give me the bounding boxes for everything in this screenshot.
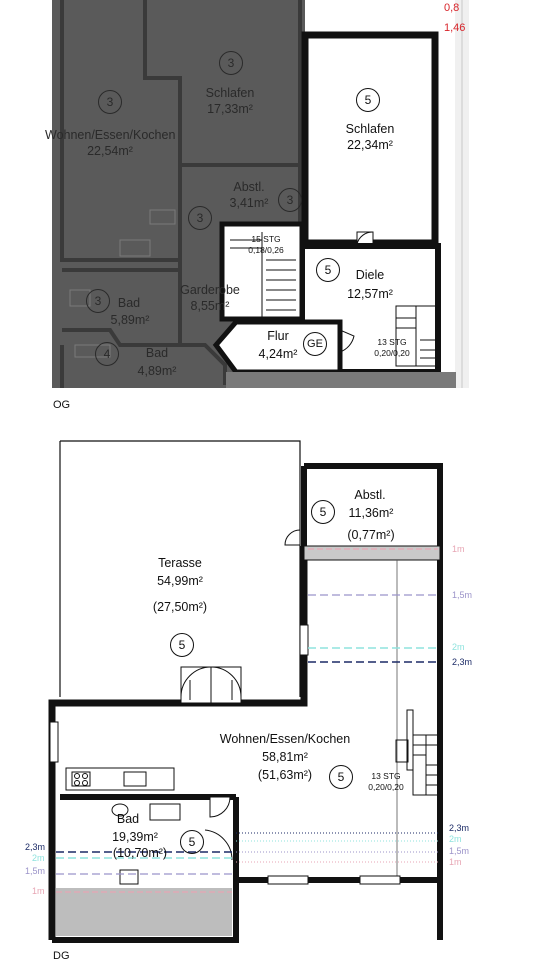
dg-height-label-2m: 2m <box>452 642 465 652</box>
dg-height-label-2-3m: 2,3m <box>25 842 46 852</box>
dg-height-label-1m: 1m <box>452 544 465 554</box>
dg-floor-label: DG <box>53 950 70 962</box>
og-room-area: 12,57m² <box>347 287 393 301</box>
dg-room-name: Terasse <box>158 556 202 570</box>
og-room-area: 4,89m² <box>137 364 177 378</box>
og-stair-count: 13 STG <box>377 337 407 347</box>
dg-door-terasse <box>180 666 242 704</box>
dg-height-label-2m: 2m <box>449 834 462 844</box>
dg-bad-fixtures <box>111 796 233 885</box>
dg-room-name: Abstl. <box>354 488 386 502</box>
og-room-number: 3 <box>219 51 243 75</box>
og-room-number: 3 <box>188 206 212 230</box>
og-room-area: 22,54m² <box>87 144 133 158</box>
og-room-name: Flur <box>267 329 289 343</box>
dg-stair <box>395 734 441 796</box>
dg-room-number: 5 <box>170 633 194 657</box>
dg-height-label-1-5m: 1,5m <box>449 846 470 856</box>
dg-room-area: 19,39m² <box>112 830 158 844</box>
dg-room-reduced: (0,77m²) <box>347 528 395 542</box>
og-room-area: 5,89m² <box>110 313 150 327</box>
dg-window-left <box>49 721 59 763</box>
dg-room-number: 5 <box>329 765 353 789</box>
dg-room-name: Bad <box>116 812 140 826</box>
dg-height-label-1-5m: 1,5m <box>25 866 46 876</box>
og-stair-dim: 0,20/0,20 <box>374 348 410 358</box>
dg-terasse-room <box>59 440 301 697</box>
dg-kitchen <box>65 767 175 791</box>
dg-room-reduced: (51,63m²) <box>257 768 313 782</box>
dg-window-terasse <box>299 624 309 656</box>
og-room-name: Wohnen/Essen/Kochen <box>45 128 176 142</box>
dg-height-label-1m: 1m <box>449 857 462 867</box>
dg-height-label-2-3m: 2,3m <box>449 823 470 833</box>
dg-room-area: 58,81m² <box>262 750 308 764</box>
dg-door-abstl <box>284 529 301 546</box>
og-room-name: Schlafen <box>205 86 255 100</box>
dg-height-label-1m: 1m <box>32 886 45 896</box>
og-bottom-strip <box>226 372 456 388</box>
og-schlafen-room <box>301 31 439 247</box>
og-room-name: Bad <box>117 296 141 310</box>
og-room-number: 4 <box>95 342 119 366</box>
dg-bad-lowarea <box>56 888 232 936</box>
og-room-name: Diele <box>355 268 385 282</box>
og-ge-marker: GE <box>303 332 327 356</box>
dg-height-label-2m: 2m <box>32 853 45 863</box>
og-dark-fixtures <box>69 209 176 358</box>
dg-room-name: Wohnen/Essen/Kochen <box>219 732 351 746</box>
og-corner-bottom: 1,46 <box>444 22 466 34</box>
og-room-number: 3 <box>98 90 122 114</box>
dg-room-reduced: (10,70m²) <box>112 846 168 860</box>
og-room-name: Garderobe <box>180 283 240 297</box>
og-room-area: 22,34m² <box>347 138 393 152</box>
dg-room-area: 54,99m² <box>157 574 203 588</box>
og-room-number: 3 <box>86 289 110 313</box>
og-stair-dim: 0,18/0,26 <box>248 245 284 255</box>
dg-room-reduced: (27,50m²) <box>152 600 208 614</box>
dg-height-lines <box>56 548 440 893</box>
dg-bottom-windows <box>267 875 401 885</box>
og-room-name: Bad <box>145 346 169 360</box>
dg-stair-dim: 0,20/0,20 <box>368 782 404 792</box>
og-stair-left <box>219 221 305 322</box>
dg-height-label-2-3m: 2,3m <box>452 657 473 667</box>
og-corner-top: 0,8 <box>444 2 460 14</box>
dg-room-number: 5 <box>311 500 335 524</box>
dg-room-number: 5 <box>180 830 204 854</box>
og-room-number: 3 <box>278 188 302 212</box>
og-room-name: Abstl. <box>233 180 265 194</box>
og-room-number: 5 <box>316 258 340 282</box>
og-stair-right <box>395 305 437 367</box>
og-stair-count: 15 STG <box>251 234 281 244</box>
og-room-name: Schlafen <box>345 122 395 136</box>
og-room-area: 17,33m² <box>207 102 253 116</box>
og-room-area: 8,55m² <box>190 299 230 313</box>
og-room-area: 4,24m² <box>258 347 298 361</box>
og-room-area: 3,41m² <box>229 196 269 210</box>
og-floor-label: OG <box>53 399 71 411</box>
dg-room-area: 11,36m² <box>348 506 394 520</box>
og-room-number: 5 <box>356 88 380 112</box>
dg-stair-count: 13 STG <box>371 771 401 781</box>
dg-height-label-1-5m: 1,5m <box>452 590 473 600</box>
dg-abstl-lowarea <box>303 545 441 561</box>
